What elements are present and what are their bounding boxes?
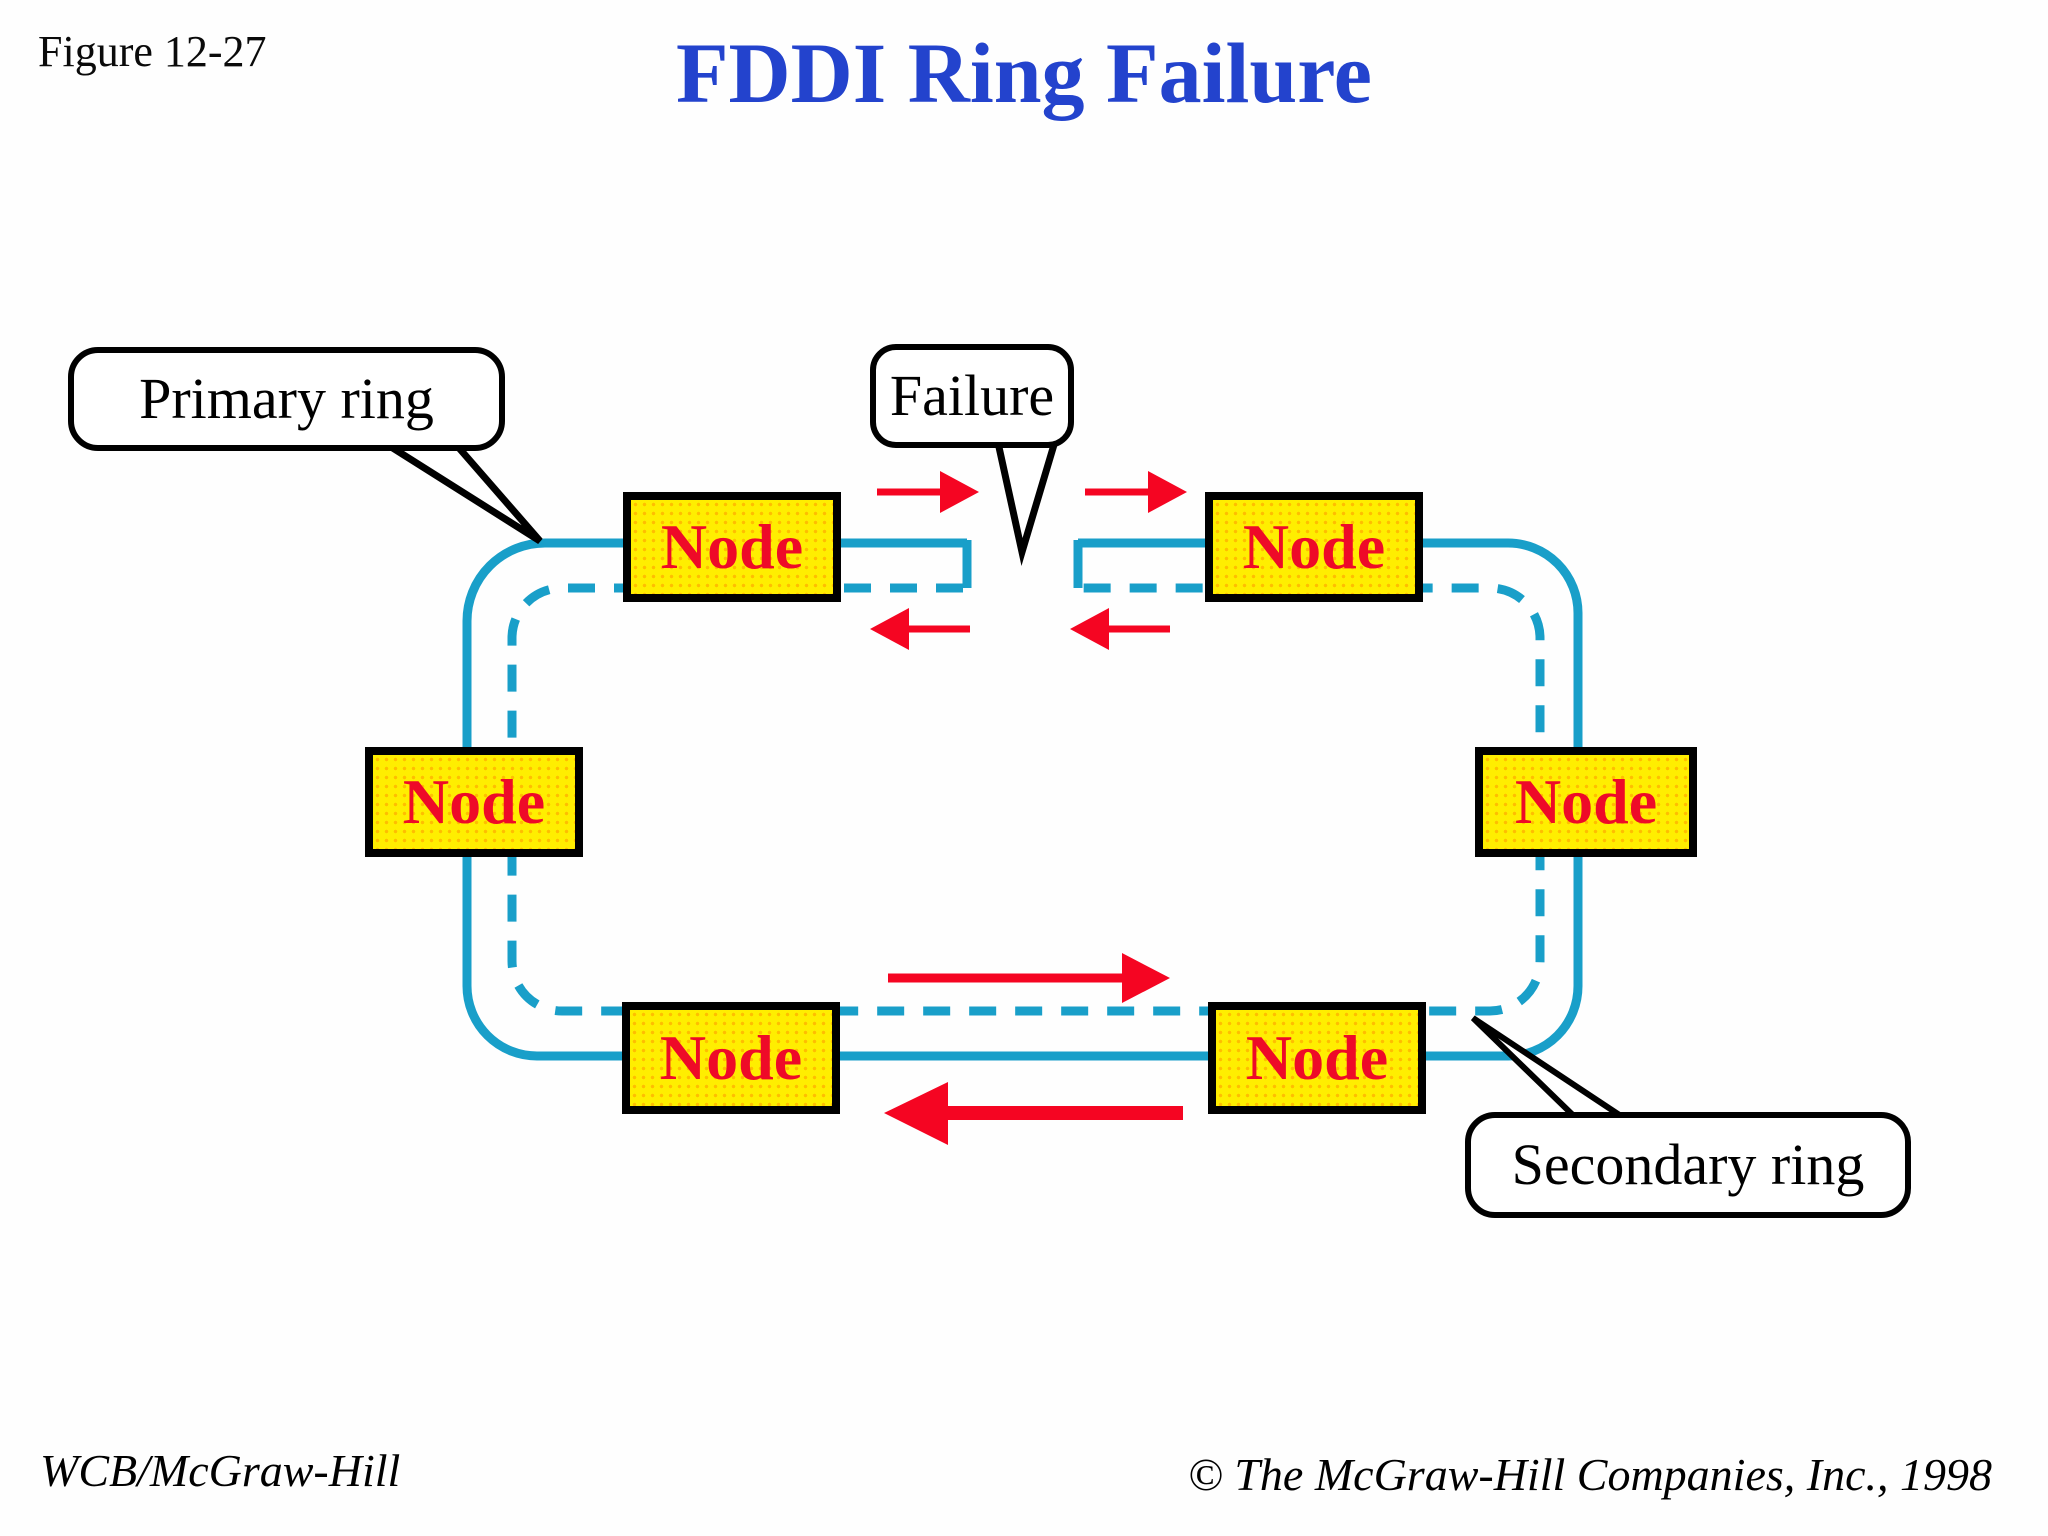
node-box-bottom-right: Node (1208, 1002, 1426, 1114)
node-box-middle-right: Node (1475, 747, 1697, 857)
failure-callout-label: Failure (889, 363, 1055, 428)
arrow-left-bottom-big-head (884, 1082, 948, 1145)
figure-label: Figure 12-27 (38, 27, 267, 76)
node-label: Node (659, 1022, 803, 1093)
node-box-top-left: Node (623, 492, 841, 602)
primary-ring-callout-tail (367, 436, 543, 544)
primary-ring-callout: Primary ring (68, 347, 505, 451)
node-label: Node (1245, 1022, 1389, 1093)
node-label: Node (660, 511, 804, 582)
secondary-ring-callout-label: Secondary ring (1511, 1132, 1865, 1197)
node-label: Node (1242, 511, 1386, 582)
arrow-left-upper-left-head (870, 608, 909, 650)
node-box-top-right: Node (1205, 492, 1423, 602)
node-label: Node (402, 766, 546, 837)
copyright-notice: © The McGraw-Hill Companies, Inc., 1998 (1187, 1449, 1992, 1500)
arrow-right-bottom-head (1122, 953, 1170, 1003)
node-box-bottom-left: Node (622, 1002, 840, 1114)
node-label: Node (1514, 766, 1658, 837)
failure-callout: Failure (870, 344, 1074, 448)
secondary-ring-line (507, 583, 1545, 1016)
primary-ring-line (462, 538, 1583, 1061)
page-title: FDDI Ring Failure (676, 25, 1372, 121)
node-box-middle-left: Node (365, 747, 583, 857)
arrow-right-top-left-head (940, 471, 979, 513)
arrow-right-top-right-head (1148, 471, 1187, 513)
arrow-left-upper-right-head (1070, 608, 1109, 650)
failure-callout-tail (992, 434, 1061, 566)
secondary-ring-callout: Secondary ring (1465, 1112, 1911, 1218)
primary-ring-callout-label: Primary ring (139, 366, 434, 431)
secondary-ring-callout-tail (1470, 1015, 1637, 1123)
publisher-credit: WCB/McGraw-Hill (40, 1445, 401, 1496)
flow-arrows (870, 471, 1187, 1145)
